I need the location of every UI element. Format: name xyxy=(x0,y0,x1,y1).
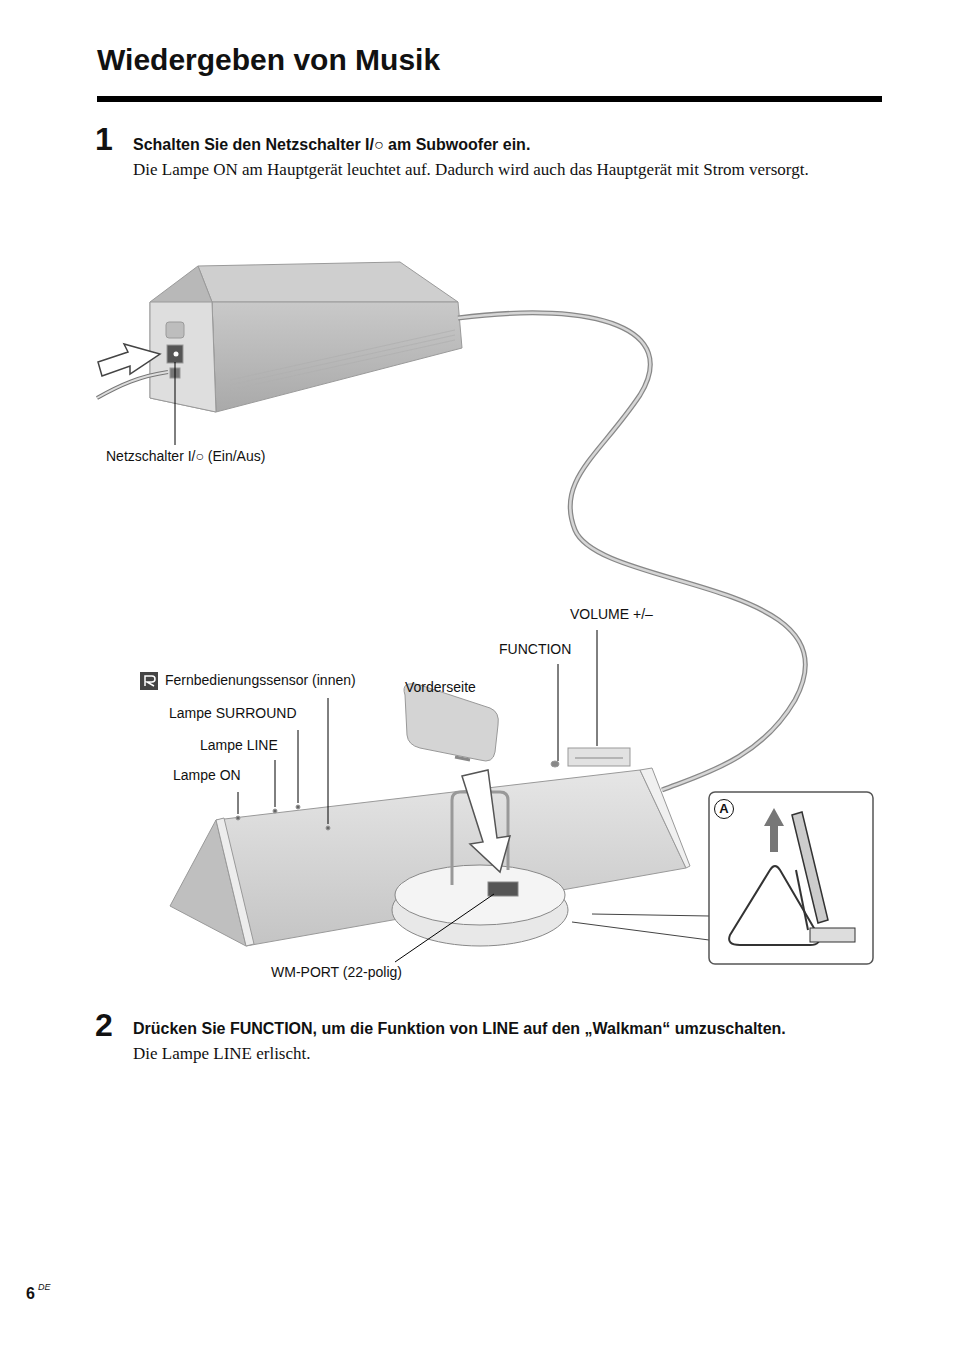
walkman xyxy=(404,684,498,761)
step-text: Die Lampe LINE erlischt. xyxy=(133,1044,311,1064)
title-rule xyxy=(97,96,882,102)
part-label: FUNCTION xyxy=(499,641,571,658)
part-label: Lampe SURROUND xyxy=(169,705,297,722)
leader-line xyxy=(175,362,176,445)
connection-cable xyxy=(458,313,805,790)
page-number: 6 xyxy=(26,1284,35,1303)
step-number: 2 xyxy=(95,1006,113,1044)
subwoofer xyxy=(150,262,462,412)
callout-letter: A xyxy=(714,799,734,819)
part-label: Netzschalter I/○ (Ein/Aus) xyxy=(106,448,265,465)
step-text: Die Lampe ON am Hauptgerät leuchtet auf.… xyxy=(133,160,863,180)
language-code: DE xyxy=(38,1282,51,1293)
step-heading: Drücken Sie FUNCTION, um die Funktion vo… xyxy=(133,1019,786,1038)
part-label: Vorderseite xyxy=(405,679,476,696)
part-label: WM-PORT (22-polig) xyxy=(271,964,402,981)
part-label: Lampe LINE xyxy=(200,737,278,754)
push-arrow xyxy=(98,344,160,376)
part-label: VOLUME +/– xyxy=(570,606,653,623)
inset-detail xyxy=(572,792,873,964)
step-number: 1 xyxy=(95,120,113,158)
insert-arrow xyxy=(462,770,510,872)
ir-icon xyxy=(140,672,158,690)
part-label: Fernbedienungssensor (innen) xyxy=(165,672,356,689)
step-heading: Schalten Sie den Netzschalter I/○ am Sub… xyxy=(133,135,530,154)
part-label: Lampe ON xyxy=(173,767,241,784)
page-title: Wiedergeben von Musik xyxy=(97,42,440,78)
main-unit xyxy=(170,748,690,946)
